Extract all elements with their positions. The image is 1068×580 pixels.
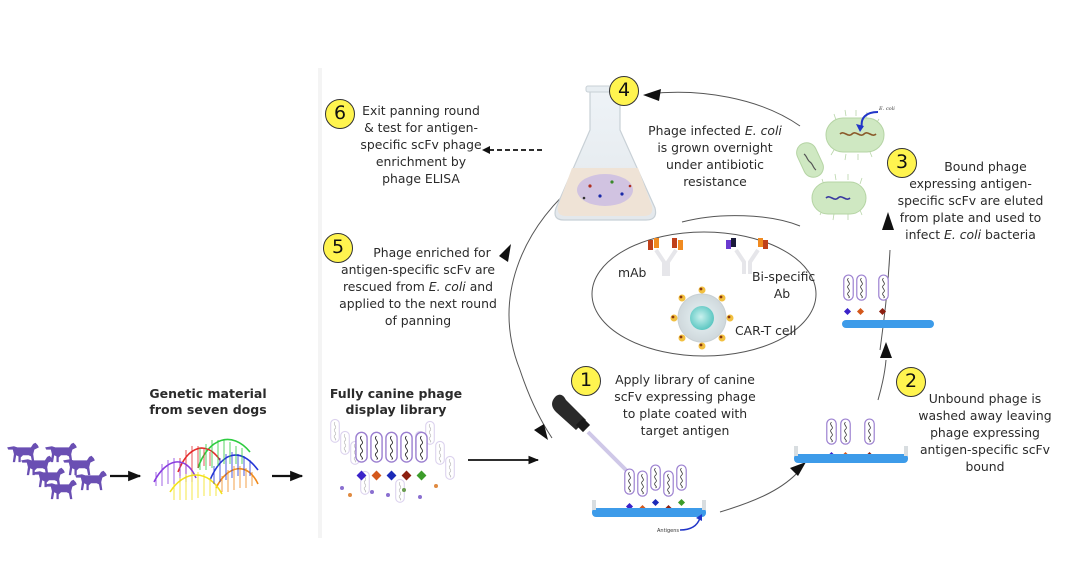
step-3-line: expressing antigen- — [909, 176, 1032, 191]
genetic-title-line1: Genetic material — [149, 386, 267, 401]
bispecific-label: Bi-specific Ab — [752, 268, 816, 302]
dna-strands-icon — [153, 438, 259, 500]
step-3-ecoli: E. coli — [944, 227, 982, 242]
step-6-line: phage ELISA — [382, 171, 460, 186]
arrowhead-to-step1 — [534, 424, 548, 440]
step-3-line: from plate and used to — [899, 210, 1042, 225]
step-5-ecoli: E. coli — [428, 279, 466, 294]
cycle-arc-5-to-1 — [508, 179, 581, 439]
step-3-line: infect E. coli bacteria — [888, 226, 1053, 243]
library-title: Fully canine phage display library — [322, 386, 470, 418]
bacteria-icon — [796, 109, 885, 221]
mab-icon — [648, 238, 683, 276]
step-5-line: rescued from E. coli and — [330, 278, 506, 295]
step-2-line: phage expressing — [930, 425, 1040, 440]
bispecific-label-line1: Bi-specific — [752, 269, 816, 284]
step-6-line: Exit panning round — [362, 103, 480, 118]
step-5-line: antigen-specific scFv are — [340, 262, 496, 277]
car-t-cell-icon — [670, 286, 734, 350]
washed-plate-icon — [794, 418, 908, 463]
genetic-title-line2: from seven dogs — [149, 402, 267, 417]
step-1-line: scFv expressing phage — [614, 389, 756, 404]
step-4-ecoli: E. coli — [744, 123, 782, 138]
arrowhead-4-to-5 — [499, 244, 511, 262]
genetic-material-title: Genetic material from seven dogs — [148, 386, 268, 418]
mab-label: mAb — [618, 265, 647, 280]
step-3-text-post: bacteria — [981, 227, 1036, 242]
bispecific-icon — [726, 238, 768, 274]
step-5-text-post: and — [465, 279, 493, 294]
step-3-text-pre: infect — [905, 227, 945, 242]
flask-icon — [554, 85, 657, 221]
step-4-line: Phage infected E. coli — [640, 122, 790, 139]
step-6-line: enrichment by — [375, 154, 467, 169]
step-2-badge: 2 — [896, 367, 926, 397]
step-1-line: to plate coated with — [622, 406, 748, 421]
step-4-line: under antibiotic — [666, 157, 764, 172]
dropper-icon — [552, 394, 633, 477]
step-4-badge: 4 — [609, 76, 639, 106]
step-2-line: Unbound phage is — [928, 391, 1042, 406]
step-2-line: antigen-specific scFv — [919, 442, 1051, 457]
cycle-arc-2-to-3 — [879, 249, 891, 351]
step-5-line: applied to the next round — [339, 296, 497, 311]
step-5-line: Phage enriched for — [373, 245, 491, 260]
step-4-line: resistance — [683, 174, 747, 189]
library-title-line1: Fully canine phage — [329, 386, 463, 401]
phage-library-icon — [330, 418, 455, 503]
step-2-line: washed away leaving — [918, 408, 1052, 423]
step-6-line: specific scFv phage — [360, 137, 482, 152]
eluted-phage-plate-icon — [842, 274, 934, 328]
dashed-arrowhead — [482, 146, 490, 154]
ecoli-small-label: E. coli — [879, 106, 895, 112]
cycle-arc-plate-2-to-3 — [877, 359, 887, 401]
step-3-text: Bound phage expressing antigen- specific… — [888, 158, 1053, 243]
cycle-arc-3-to-4 — [647, 91, 801, 127]
step-1-badge: 1 — [571, 366, 601, 396]
coated-plate-icon — [592, 464, 706, 531]
flask-bottom-arc — [681, 215, 801, 227]
arrowhead-to-step2 — [790, 462, 806, 476]
step-5-badge: 5 — [323, 233, 353, 263]
step-4-text-pre: Phage infected — [648, 123, 745, 138]
step-3-line: specific scFv are eluted — [897, 193, 1044, 208]
step-1-line: Apply library of canine — [615, 372, 755, 387]
step-6-badge: 6 — [325, 99, 355, 129]
step-2-line: bound — [965, 459, 1005, 474]
step-3-line: Bound phage — [944, 159, 1027, 174]
step-5-text: Phage enriched for antigen-specific scFv… — [330, 244, 506, 329]
step-5-text-pre: rescued from — [342, 279, 429, 294]
cycle-arc-1-to-2 — [719, 469, 801, 513]
library-title-line2: display library — [345, 402, 447, 417]
step-6-line: & test for antigen- — [364, 120, 478, 135]
step-5-line: of panning — [384, 313, 452, 328]
step-1-line: target antigen — [640, 423, 730, 438]
antigens-small-label: Antigens — [657, 528, 679, 534]
step-1-text: Apply library of canine scFv expressing … — [600, 371, 770, 439]
applications-ellipse — [591, 231, 817, 357]
dogs-icon — [7, 442, 107, 500]
step-4-text: Phage infected E. coli is grown overnigh… — [640, 122, 790, 190]
step-2-text: Unbound phage is washed away leaving pha… — [915, 390, 1055, 475]
arrowhead-to-step4 — [643, 89, 661, 101]
bispecific-label-line2: Ab — [773, 286, 791, 301]
step-4-line: is grown overnight — [657, 140, 773, 155]
car-t-label: CAR-T cell — [735, 323, 797, 338]
arrowhead-to-bound-plate — [880, 342, 892, 358]
step-3-badge: 3 — [887, 148, 917, 178]
arrowhead-to-step3 — [882, 212, 894, 230]
library-panel-edge — [318, 68, 322, 538]
step-6-text: Exit panning round & test for antigen- s… — [354, 102, 488, 187]
